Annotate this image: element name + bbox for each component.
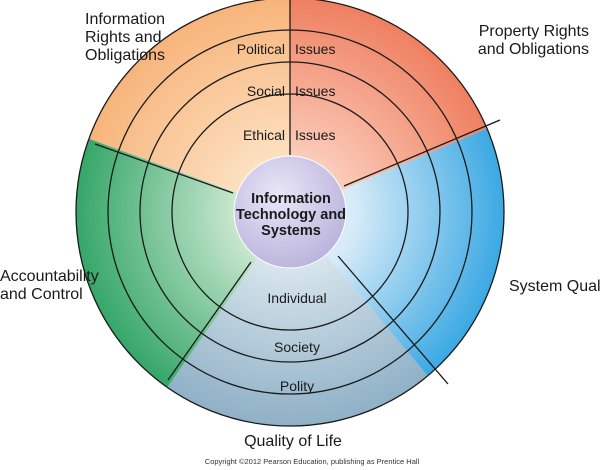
segment-accountability[interactable] [76, 138, 258, 388]
segment-property-rights[interactable] [290, 0, 487, 191]
divider-lower-left [167, 261, 252, 381]
label-information-rights-1: Information [85, 11, 165, 28]
divider-upper-right [343, 119, 501, 187]
level-individual: Individual [267, 290, 326, 306]
center-line-1: Information [251, 191, 331, 207]
copyright-notice: Copyright ©2012 Pearson Education, publi… [205, 457, 420, 466]
issue-social-left: Social [247, 83, 285, 99]
center-hub[interactable]: Information Technology and Systems [233, 155, 347, 269]
label-property-rights-2: and Obligations [478, 41, 589, 58]
level-polity: Polity [280, 378, 314, 394]
center-line-2: Technology and [236, 207, 346, 223]
segment-system-quality[interactable] [326, 128, 505, 376]
issue-ethical-left: Ethical [243, 127, 285, 143]
label-accountability-2: and Control [0, 286, 83, 303]
ring-edge [75, 0, 505, 427]
segment-information-rights[interactable] [88, 0, 290, 193]
segments-layer [76, 0, 505, 426]
center-circle [233, 155, 347, 269]
divider-lower-right [337, 255, 449, 385]
issue-political-left: Political [237, 41, 285, 57]
divider-upper-left [94, 143, 234, 194]
label-property-rights-1: Property Rights [479, 23, 589, 40]
issue-ethical-right: Issues [295, 127, 335, 143]
label-information-rights-3: Obligations [85, 47, 165, 64]
center-line-3: Systems [261, 223, 321, 239]
level-society: Society [274, 339, 320, 355]
label-quality-of-life: Quality of Life [244, 433, 342, 450]
segment-labels: Information Rights and Obligations Prope… [0, 11, 600, 450]
issue-labels: Political Issues Social Issues Ethical I… [237, 41, 336, 143]
level-labels: Individual Society Polity [267, 290, 326, 394]
issue-political-right: Issues [295, 41, 335, 57]
segment-quality-of-life[interactable] [167, 254, 428, 426]
label-accountability-1: Accountability [0, 268, 99, 285]
label-information-rights-2: Rights and [85, 29, 162, 46]
label-system-quality: System Quality [509, 278, 600, 295]
issue-social-right: Issues [295, 83, 335, 99]
divider-lines [94, 0, 501, 385]
